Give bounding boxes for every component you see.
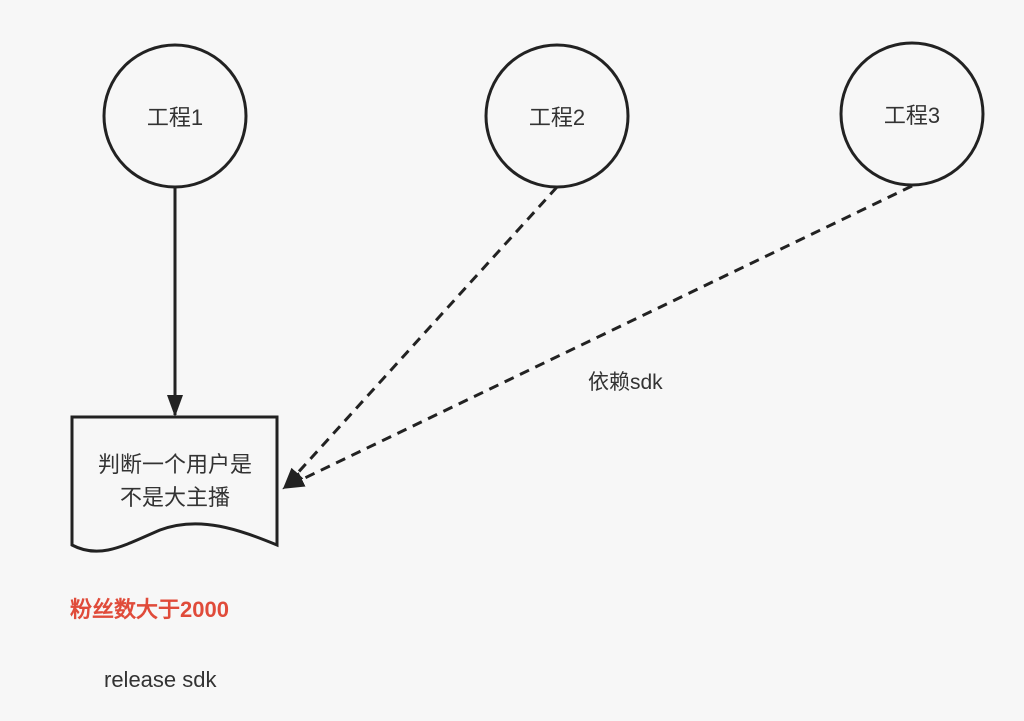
document-line-2: 不是大主播 bbox=[119, 485, 230, 510]
edge-label: 依赖sdk bbox=[588, 371, 663, 394]
edge-2-dashed bbox=[282, 185, 559, 490]
node-label-1: 工程1 bbox=[146, 105, 204, 130]
document-line-1: 判断一个用户是 bbox=[97, 452, 252, 477]
node-circle-3[interactable] bbox=[839, 41, 985, 187]
document-shape[interactable] bbox=[70, 415, 279, 553]
node-label-2: 工程2 bbox=[528, 105, 586, 130]
edge-3-dashed bbox=[282, 184, 913, 490]
release-note: release sdk bbox=[104, 667, 217, 692]
condition-note: 粉丝数大于2000 bbox=[70, 597, 229, 622]
document-text: 判断一个用户是 不是大主播 bbox=[72, 448, 278, 514]
node-label-3: 工程3 bbox=[883, 103, 941, 128]
